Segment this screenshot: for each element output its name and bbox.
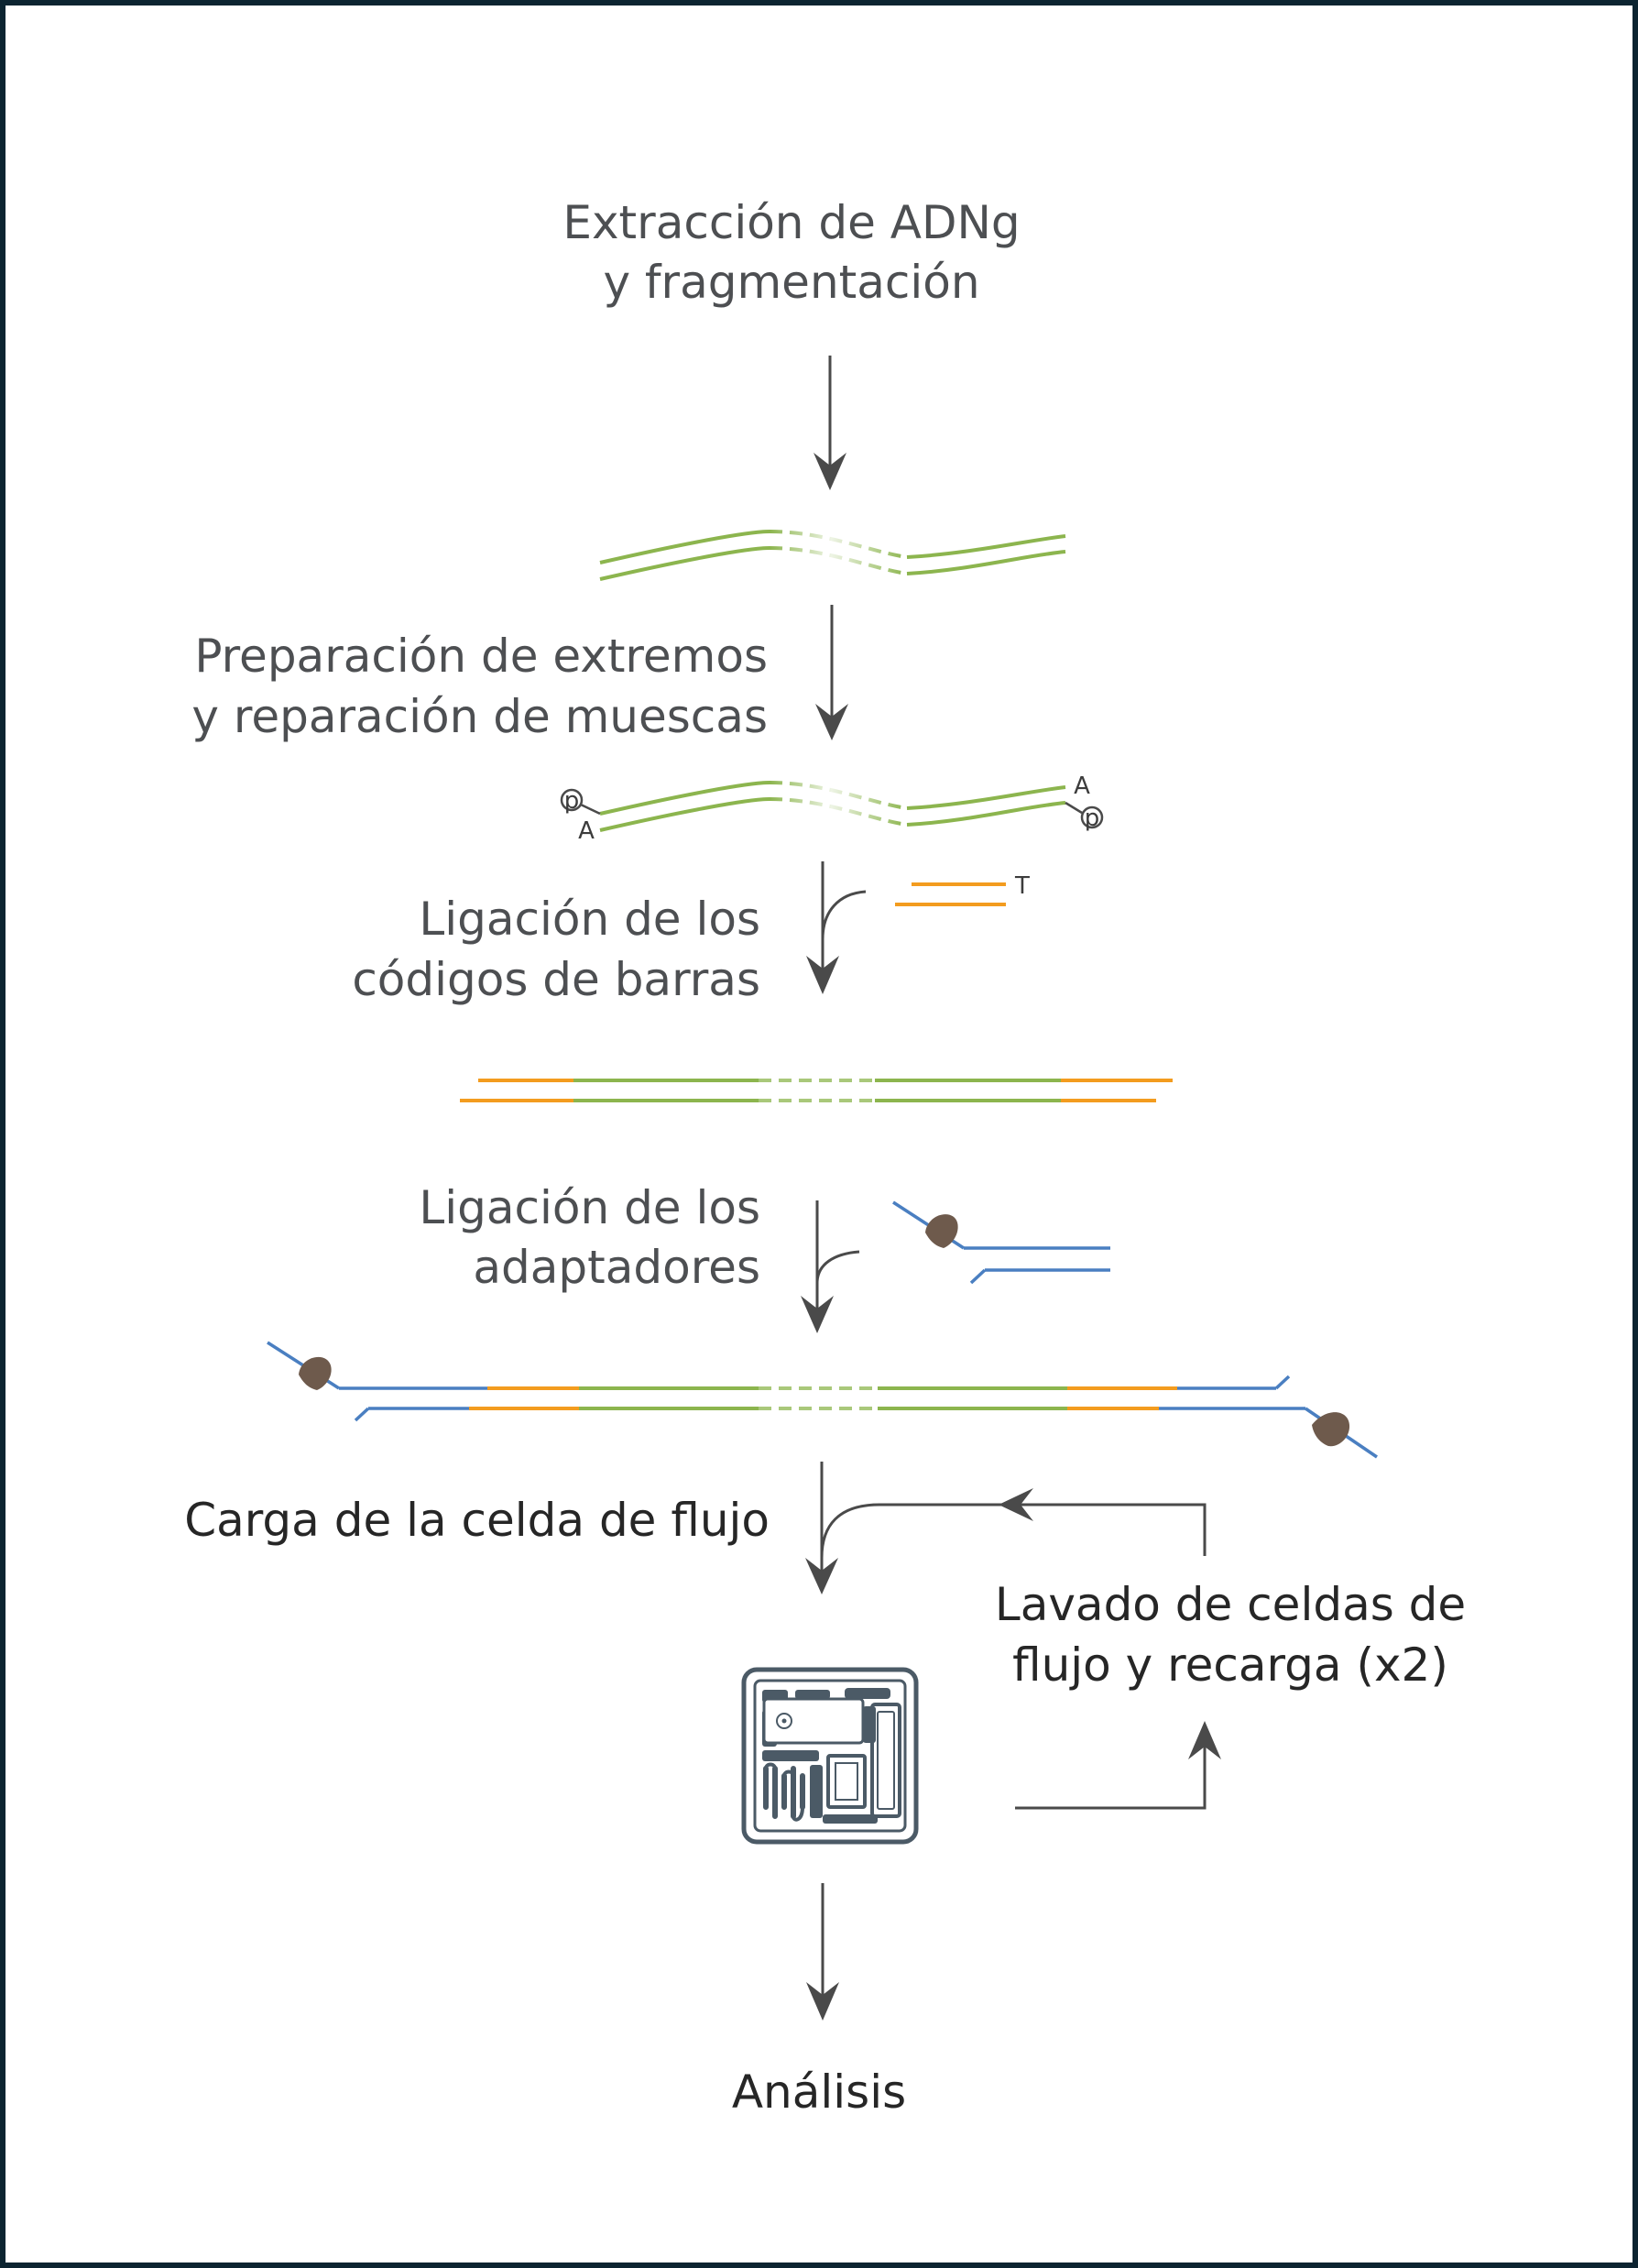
analysis-label: Análisis (732, 2065, 906, 2119)
arrow-down-6 (806, 1883, 839, 2021)
motor-protein-icon (925, 1214, 958, 1248)
phosphate-left: p (564, 787, 580, 815)
barcoded-dna (460, 1079, 1173, 1102)
fragmented-dna (599, 530, 1066, 581)
wash-loop-arrow (1015, 1721, 1221, 1810)
barcode-label-line2: códigos de barras (352, 953, 760, 1006)
motor-protein-right-icon (1312, 1412, 1350, 1447)
arrow-down-5 (805, 1462, 1207, 1594)
wash-label-line2: flujo y recarga (x2) (1012, 1638, 1448, 1692)
end-prep-label-line1: Preparación de extremos (194, 630, 768, 683)
arrow-down-3 (806, 861, 867, 994)
barcode-label-line1: Ligación de los (419, 893, 760, 946)
end-prepped-dna: p A p A (560, 772, 1104, 845)
flowcell-load-label: Carga de la celda de flujo (184, 1494, 770, 1547)
flow-cell-icon (741, 1667, 919, 1845)
adapted-library (267, 1341, 1378, 1459)
arrow-down-1 (814, 356, 846, 490)
a-tail-right: A (1074, 772, 1090, 800)
barcode-oligo: T (895, 872, 1030, 906)
adapter-with-motor (892, 1200, 1110, 1285)
phosphate-right: p (1085, 805, 1100, 832)
arrow-down-4 (801, 1200, 860, 1333)
end-prep-label-line2: y reparación de muescas (191, 690, 768, 743)
t-overhang-label: T (1014, 872, 1030, 900)
wash-label-line1: Lavado de celdas de (995, 1578, 1466, 1631)
a-tail-left: A (578, 817, 595, 845)
arrow-down-2 (815, 605, 848, 740)
extraction-label-line2: y fragmentación (603, 256, 979, 309)
adapter-label-line2: adaptadores (473, 1241, 760, 1294)
motor-protein-left-icon (299, 1356, 332, 1390)
adapter-label-line1: Ligación de los (419, 1181, 760, 1234)
extraction-label-line1: Extracción de ADNg (562, 196, 1020, 249)
